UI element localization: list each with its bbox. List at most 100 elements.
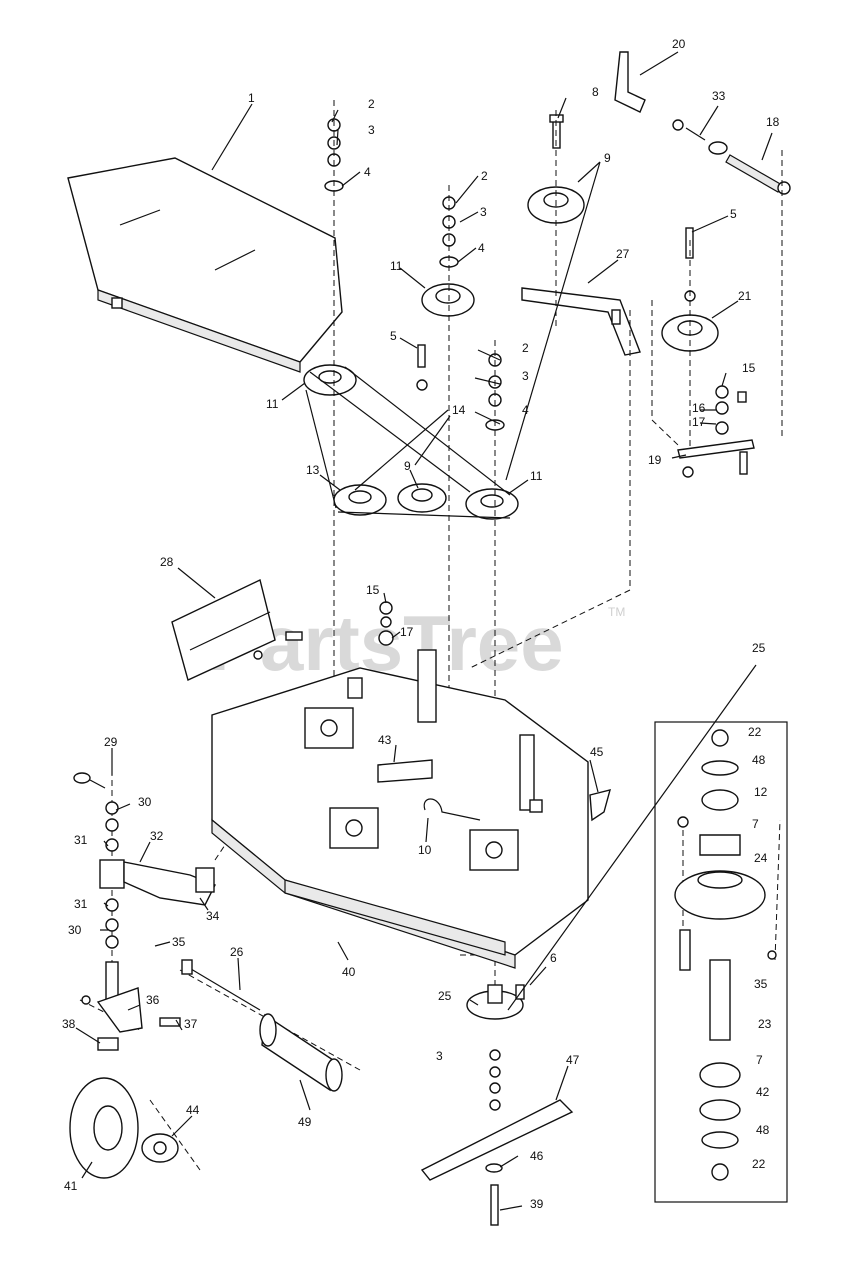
pulley-top-center bbox=[421, 283, 475, 317]
deflector-28 bbox=[171, 578, 303, 681]
callout-7: 7 bbox=[752, 817, 759, 831]
hub-44 bbox=[141, 1133, 179, 1163]
callout-36: 36 bbox=[146, 993, 160, 1007]
callout-10: 10 bbox=[418, 843, 432, 857]
callout-2: 2 bbox=[368, 97, 375, 111]
callout-39: 39 bbox=[530, 1197, 544, 1211]
callout-26: 26 bbox=[230, 945, 244, 959]
callout-7: 7 bbox=[756, 1053, 763, 1067]
caster-arm-32 bbox=[99, 859, 216, 906]
wheel-41 bbox=[69, 1077, 139, 1179]
callout-34: 34 bbox=[206, 909, 220, 923]
callout-35: 35 bbox=[754, 977, 768, 991]
callout-45: 45 bbox=[590, 745, 604, 759]
bracket-43 bbox=[377, 759, 433, 783]
deck-part bbox=[211, 649, 589, 969]
belt-cover-part bbox=[67, 157, 343, 373]
callout-2: 2 bbox=[522, 341, 529, 355]
callout-22: 22 bbox=[748, 725, 762, 739]
callout-35: 35 bbox=[172, 935, 186, 949]
callout-18: 18 bbox=[766, 115, 780, 129]
bracket-19 bbox=[677, 385, 755, 478]
callout-38: 38 bbox=[62, 1017, 76, 1031]
pulley-lower-right bbox=[465, 488, 519, 520]
callout-46: 46 bbox=[530, 1149, 544, 1163]
callout-1: 1 bbox=[248, 91, 255, 105]
callout-9: 9 bbox=[604, 151, 611, 165]
callout-4: 4 bbox=[522, 403, 529, 417]
bolt-39 bbox=[485, 1163, 503, 1226]
callout-43: 43 bbox=[378, 733, 392, 747]
rod-10 bbox=[423, 798, 481, 821]
pulley-lower-left bbox=[333, 484, 387, 516]
callout-48: 48 bbox=[752, 753, 766, 767]
callout-23: 23 bbox=[758, 1017, 772, 1031]
callout-25: 25 bbox=[752, 641, 766, 655]
callout-20: 20 bbox=[672, 37, 686, 51]
callout-37: 37 bbox=[184, 1017, 198, 1031]
pulley-lower-center bbox=[397, 483, 447, 513]
callout-3: 3 bbox=[522, 369, 529, 383]
callout-9: 9 bbox=[404, 459, 411, 473]
lock-pin-29 bbox=[73, 772, 106, 789]
callout-31: 31 bbox=[74, 833, 88, 847]
callout-8: 8 bbox=[592, 85, 599, 99]
latch-45 bbox=[529, 789, 611, 822]
callout-11: 11 bbox=[390, 259, 403, 273]
callout-49: 49 bbox=[298, 1115, 312, 1129]
eyebolt-33 bbox=[672, 119, 728, 155]
callout-29: 29 bbox=[104, 735, 118, 749]
hardware-stack-left bbox=[324, 118, 344, 192]
callout-3: 3 bbox=[480, 205, 487, 219]
callout-41: 41 bbox=[64, 1179, 78, 1193]
callout-2: 2 bbox=[481, 169, 488, 183]
callout-12: 12 bbox=[754, 785, 768, 799]
callout-16: 16 bbox=[692, 401, 706, 415]
callout-48: 48 bbox=[756, 1123, 770, 1137]
callout-27: 27 bbox=[616, 247, 630, 261]
callout-33: 33 bbox=[712, 89, 726, 103]
bolt-5-left bbox=[416, 344, 428, 391]
callout-30: 30 bbox=[138, 795, 152, 809]
belt-part bbox=[305, 366, 511, 519]
leader-lines bbox=[75, 51, 773, 1211]
callout-44: 44 bbox=[186, 1103, 200, 1117]
inset-spindle-detail bbox=[654, 721, 788, 1203]
callout-11: 11 bbox=[266, 397, 279, 411]
spring-18 bbox=[725, 154, 791, 195]
callout-5: 5 bbox=[390, 329, 397, 343]
callout-4: 4 bbox=[478, 241, 485, 255]
callout-31: 31 bbox=[74, 897, 88, 911]
callout-21: 21 bbox=[738, 289, 752, 303]
callout-labels: 1 2 3 4 2 3 4 11 5 2 3 4 11 14 13 9 11 8… bbox=[62, 37, 780, 1211]
roller-49 bbox=[259, 1013, 343, 1092]
callout-14: 14 bbox=[452, 403, 466, 417]
spacer-stack-15-17 bbox=[378, 601, 394, 646]
pulley-left bbox=[303, 364, 357, 396]
bracket-20 bbox=[614, 51, 646, 113]
callout-17: 17 bbox=[400, 625, 414, 639]
watermark-trademark: TM bbox=[608, 605, 625, 619]
spindle-25 bbox=[466, 984, 525, 1111]
callout-3: 3 bbox=[436, 1049, 443, 1063]
callout-42: 42 bbox=[756, 1085, 770, 1099]
callout-22: 22 bbox=[752, 1157, 766, 1171]
callout-25: 25 bbox=[438, 989, 452, 1003]
callout-19: 19 bbox=[648, 453, 662, 467]
callout-11: 11 bbox=[530, 469, 543, 483]
callout-13: 13 bbox=[306, 463, 320, 477]
callout-40: 40 bbox=[342, 965, 356, 979]
callout-3: 3 bbox=[368, 123, 375, 137]
callout-32: 32 bbox=[150, 829, 164, 843]
callout-30: 30 bbox=[68, 923, 82, 937]
callout-24: 24 bbox=[754, 851, 768, 865]
caster-yoke-36 bbox=[81, 961, 181, 1051]
blade-47 bbox=[420, 1099, 574, 1181]
callout-5: 5 bbox=[730, 207, 737, 221]
callout-47: 47 bbox=[566, 1053, 580, 1067]
callout-15: 15 bbox=[742, 361, 756, 375]
callout-4: 4 bbox=[364, 165, 371, 179]
idler-arm-27 bbox=[521, 287, 641, 356]
rod-26 bbox=[181, 959, 261, 1011]
callout-17: 17 bbox=[692, 415, 706, 429]
